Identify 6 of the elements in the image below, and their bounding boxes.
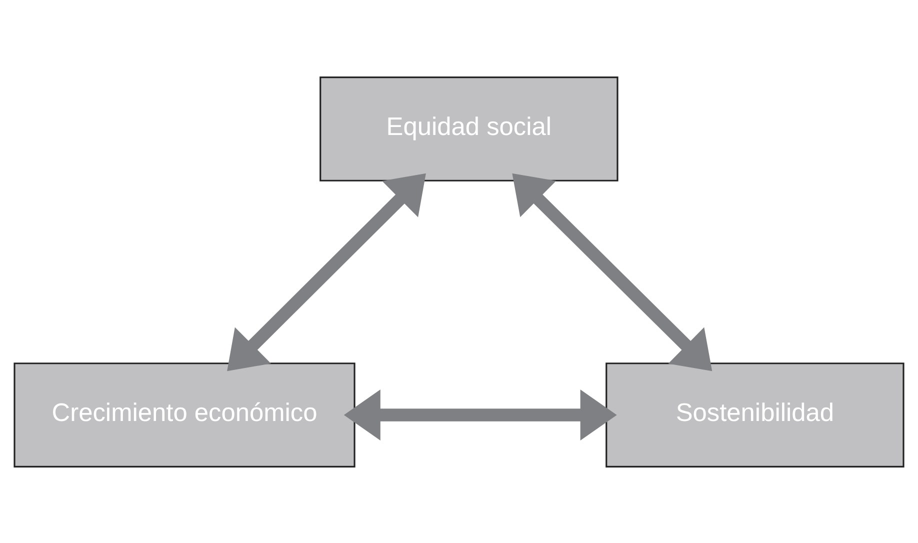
node-box: Equidad social [320,76,618,181]
arrow [344,388,617,440]
node-box: Crecimiento económico [14,362,356,467]
arrow [227,172,426,371]
node-box: Sostenibilidad [606,362,904,467]
arrow [512,172,712,371]
